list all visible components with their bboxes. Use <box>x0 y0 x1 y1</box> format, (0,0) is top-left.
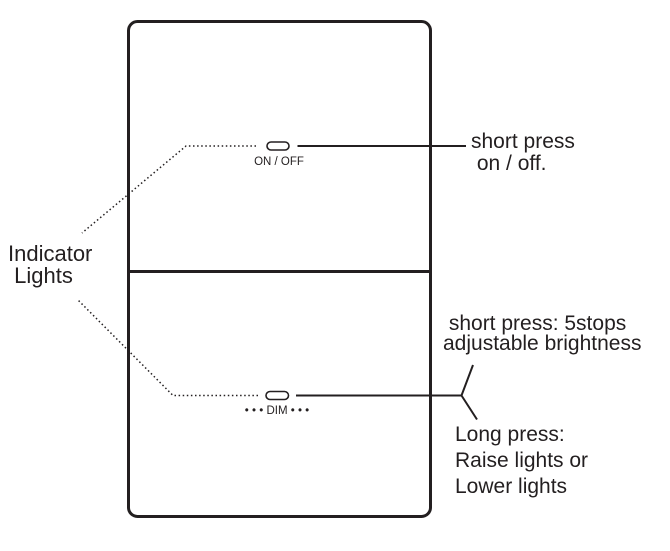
on-off-button-label: ON / OFF <box>254 156 304 168</box>
dim-indicator-light <box>265 390 290 401</box>
dim-callout-fork-line <box>296 364 478 421</box>
indicator-leader-bottom-dotted-line <box>76 298 258 397</box>
dim-button-label: • • • DIM • • • <box>244 405 310 417</box>
indicator-lights-annotation: Indicator Lights <box>8 241 93 288</box>
indicator-leader-top-dotted-line <box>81 145 256 234</box>
dim-long-press-annotation: Long press: Raise lights or Lower lights <box>455 423 589 498</box>
dim-short-press-annotation: short press: 5stops adjustable brightnes… <box>443 312 642 355</box>
on-off-short-press-annotation: short press on / off. <box>471 130 575 175</box>
switch-panel-outline <box>127 20 432 518</box>
on-off-indicator-light <box>266 141 290 151</box>
